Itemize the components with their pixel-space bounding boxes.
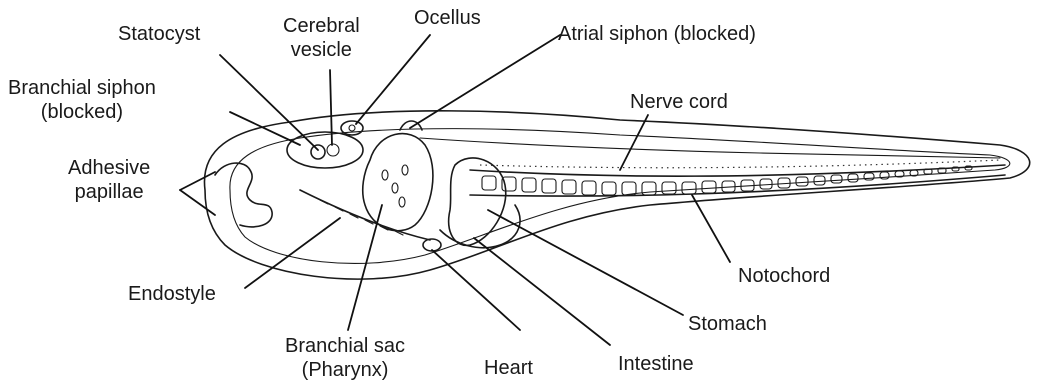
label-adhesive-papillae-line2: papillae [68, 180, 150, 204]
leader-intestine [474, 238, 610, 345]
leader-adhesive-papillae-1 [180, 172, 215, 190]
label-branchial-sac-line1: Branchial sac [285, 334, 405, 358]
label-heart: Heart [484, 356, 533, 380]
label-statocyst: Statocyst [118, 22, 200, 46]
branchial-sac-shape [363, 134, 433, 231]
leader-stomach [488, 210, 683, 315]
ocellus-shape [341, 121, 363, 135]
label-endostyle: Endostyle [128, 282, 216, 306]
gill-slit [382, 170, 388, 180]
label-nerve-cord: Nerve cord [630, 90, 728, 114]
gill-slit [399, 197, 405, 207]
label-branchial-sac-line2: (Pharynx) [285, 358, 405, 382]
statocyst-shape [311, 145, 325, 159]
label-intestine: Intestine [618, 352, 694, 376]
label-cerebral-vesicle: Cerebral vesicle [283, 14, 360, 62]
leader-nerve-cord [620, 115, 648, 170]
label-atrial-siphon: Atrial siphon (blocked) [558, 22, 756, 46]
tail-dotted-line [480, 160, 1000, 168]
leader-branchial-sac [348, 205, 382, 330]
label-adhesive-papillae: Adhesive papillae [68, 156, 150, 204]
gill-slit [402, 165, 408, 175]
label-branchial-siphon-line1: Branchial siphon [8, 76, 156, 100]
adhesive-papillae [215, 163, 272, 227]
label-branchial-siphon-line2: (blocked) [8, 100, 156, 124]
leader-branchial-siphon [230, 112, 300, 145]
label-notochord: Notochord [738, 264, 830, 288]
label-ocellus: Ocellus [414, 6, 481, 30]
label-stomach: Stomach [688, 312, 767, 336]
nerve-cord-shape [420, 138, 1000, 158]
label-cerebral-vesicle-line2: vesicle [283, 38, 360, 62]
leader-adhesive-papillae-2 [180, 190, 215, 215]
gill-slit [392, 183, 398, 193]
statocyst-shape-2 [327, 144, 339, 156]
leader-notochord [692, 195, 730, 262]
label-cerebral-vesicle-line1: Cerebral [283, 14, 360, 38]
leader-statocyst [220, 55, 318, 150]
ocellus-pigment [349, 125, 355, 131]
leader-lines [180, 35, 730, 345]
label-branchial-siphon: Branchial siphon (blocked) [8, 76, 156, 124]
label-adhesive-papillae-line1: Adhesive [68, 156, 150, 180]
label-branchial-sac: Branchial sac (Pharynx) [285, 334, 405, 382]
leader-heart [432, 250, 520, 330]
